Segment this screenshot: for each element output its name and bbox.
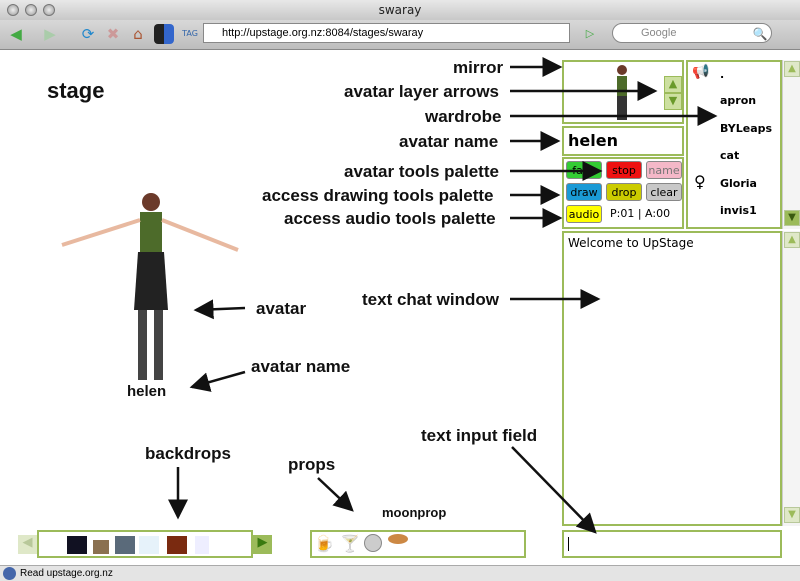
window-title: swaray — [378, 3, 422, 17]
label-audio-palette: access audio tools palette — [284, 209, 496, 228]
stop-button[interactable]: stop — [606, 161, 642, 179]
label-wardrobe: wardrobe — [425, 107, 502, 126]
backdrop-thumb[interactable] — [167, 536, 187, 554]
window-titlebar: swaray — [0, 0, 800, 20]
backdrop-thumb[interactable] — [139, 536, 159, 554]
backdrop-thumb[interactable] — [93, 540, 109, 554]
status-bar: Read upstage.org.nz — [0, 565, 800, 581]
text-cursor — [568, 537, 569, 551]
silhouette-icon: ♀ — [694, 172, 706, 191]
mirror-avatar-icon — [617, 65, 627, 120]
wardrobe-item[interactable]: BYLeaps — [720, 122, 773, 135]
close-window-button[interactable] — [7, 4, 19, 16]
drop-button[interactable]: drop — [606, 183, 642, 201]
backdrop-thumb[interactable] — [195, 536, 209, 554]
label-chat-window: text chat window — [362, 290, 499, 309]
prop-name: moonprop — [382, 505, 447, 520]
wardrobe-panel: . apron BYLeaps cat Gloria invis1 📢 ♀ — [686, 60, 782, 229]
wardrobe-item[interactable]: . — [720, 68, 725, 81]
draw-button[interactable]: draw — [566, 183, 602, 201]
stage-title: stage — [47, 78, 105, 103]
backdrop-thumb[interactable] — [115, 536, 135, 554]
wardrobe-item[interactable]: Gloria — [720, 177, 757, 190]
search-icon[interactable]: 🔍 — [752, 27, 768, 41]
bookmark-icon[interactable] — [154, 24, 174, 44]
chat-message: Welcome to UpStage — [568, 236, 694, 250]
wardrobe-item[interactable]: cat — [720, 149, 740, 162]
label-avatar-name-stage: avatar name — [251, 357, 351, 376]
layer-up-button[interactable]: ▲ — [664, 76, 682, 93]
label-avatar-name: avatar name — [399, 132, 499, 151]
chat-scrollbar[interactable]: ▲ ▼ — [782, 231, 800, 526]
megaphone-icon: 📢 — [692, 64, 710, 80]
annotation-arrows — [168, 57, 718, 534]
avatar-name: helen — [568, 131, 618, 150]
back-icon[interactable]: ◀ — [10, 25, 22, 43]
audio-button[interactable]: audio — [566, 205, 602, 223]
label-tools-palette: avatar tools palette — [344, 162, 499, 181]
label-drawing-palette: access drawing tools palette — [262, 186, 494, 205]
cocktail-prop-icon[interactable]: 🍸 — [340, 534, 360, 553]
name-button[interactable]: name — [646, 161, 682, 179]
avatar-name-panel: helen — [562, 126, 684, 156]
wardrobe-item[interactable]: apron — [720, 94, 757, 107]
search-placeholder: Google — [641, 27, 677, 39]
chat-window: Welcome to UpStage — [562, 231, 782, 526]
label-avatar: avatar — [256, 299, 307, 318]
minimize-window-button[interactable] — [25, 4, 37, 16]
label-layer-arrows: avatar layer arrows — [344, 82, 499, 101]
layer-down-button[interactable]: ▼ — [664, 93, 682, 110]
clear-button[interactable]: clear — [646, 183, 682, 201]
label-props: props — [288, 455, 336, 474]
backdrops-panel — [37, 530, 253, 558]
chat-input[interactable] — [562, 530, 782, 558]
props-panel: 🍺 🍸 — [310, 530, 526, 558]
backdrops-prev-button[interactable]: ◀ — [18, 535, 37, 554]
reload-icon[interactable]: ⟳ — [81, 25, 95, 43]
search-input[interactable]: Google — [612, 23, 772, 43]
moon-prop-icon[interactable] — [364, 534, 382, 552]
label-text-input: text input field — [421, 426, 538, 445]
go-icon[interactable]: ▷ — [585, 27, 595, 40]
tag-icon[interactable]: TAG — [182, 29, 198, 38]
counts: P:01 | A:00 — [610, 207, 671, 220]
backdrops-next-button[interactable]: ▶ — [253, 535, 272, 554]
globe-icon — [3, 567, 16, 580]
stage-avatar-name: helen — [127, 383, 167, 400]
avatar-image[interactable] — [60, 190, 240, 390]
food-prop-icon[interactable] — [388, 534, 408, 544]
zoom-window-button[interactable] — [43, 4, 55, 16]
backdrop-thumb[interactable] — [67, 536, 87, 554]
browser-toolbar: ◀ ▶ ⟳ ✖ ⌂ TAG http://upstage.org.nz:8084… — [0, 20, 800, 50]
url-text: http://upstage.org.nz:8084/stages/swaray — [222, 27, 424, 39]
beer-prop-icon[interactable]: 🍺 — [314, 534, 334, 553]
label-mirror: mirror — [453, 58, 504, 77]
stop-load-icon[interactable]: ✖ — [106, 25, 120, 43]
wardrobe-item[interactable]: invis1 — [720, 204, 757, 217]
wardrobe-scrollbar[interactable]: ▲ ▼ — [782, 60, 800, 229]
url-bar[interactable]: http://upstage.org.nz:8084/stages/swaray — [203, 23, 570, 43]
forward-icon[interactable]: ▶ — [44, 25, 56, 43]
status-text: Read upstage.org.nz — [20, 568, 113, 579]
label-backdrops: backdrops — [145, 444, 231, 463]
home-icon[interactable]: ⌂ — [133, 25, 143, 43]
